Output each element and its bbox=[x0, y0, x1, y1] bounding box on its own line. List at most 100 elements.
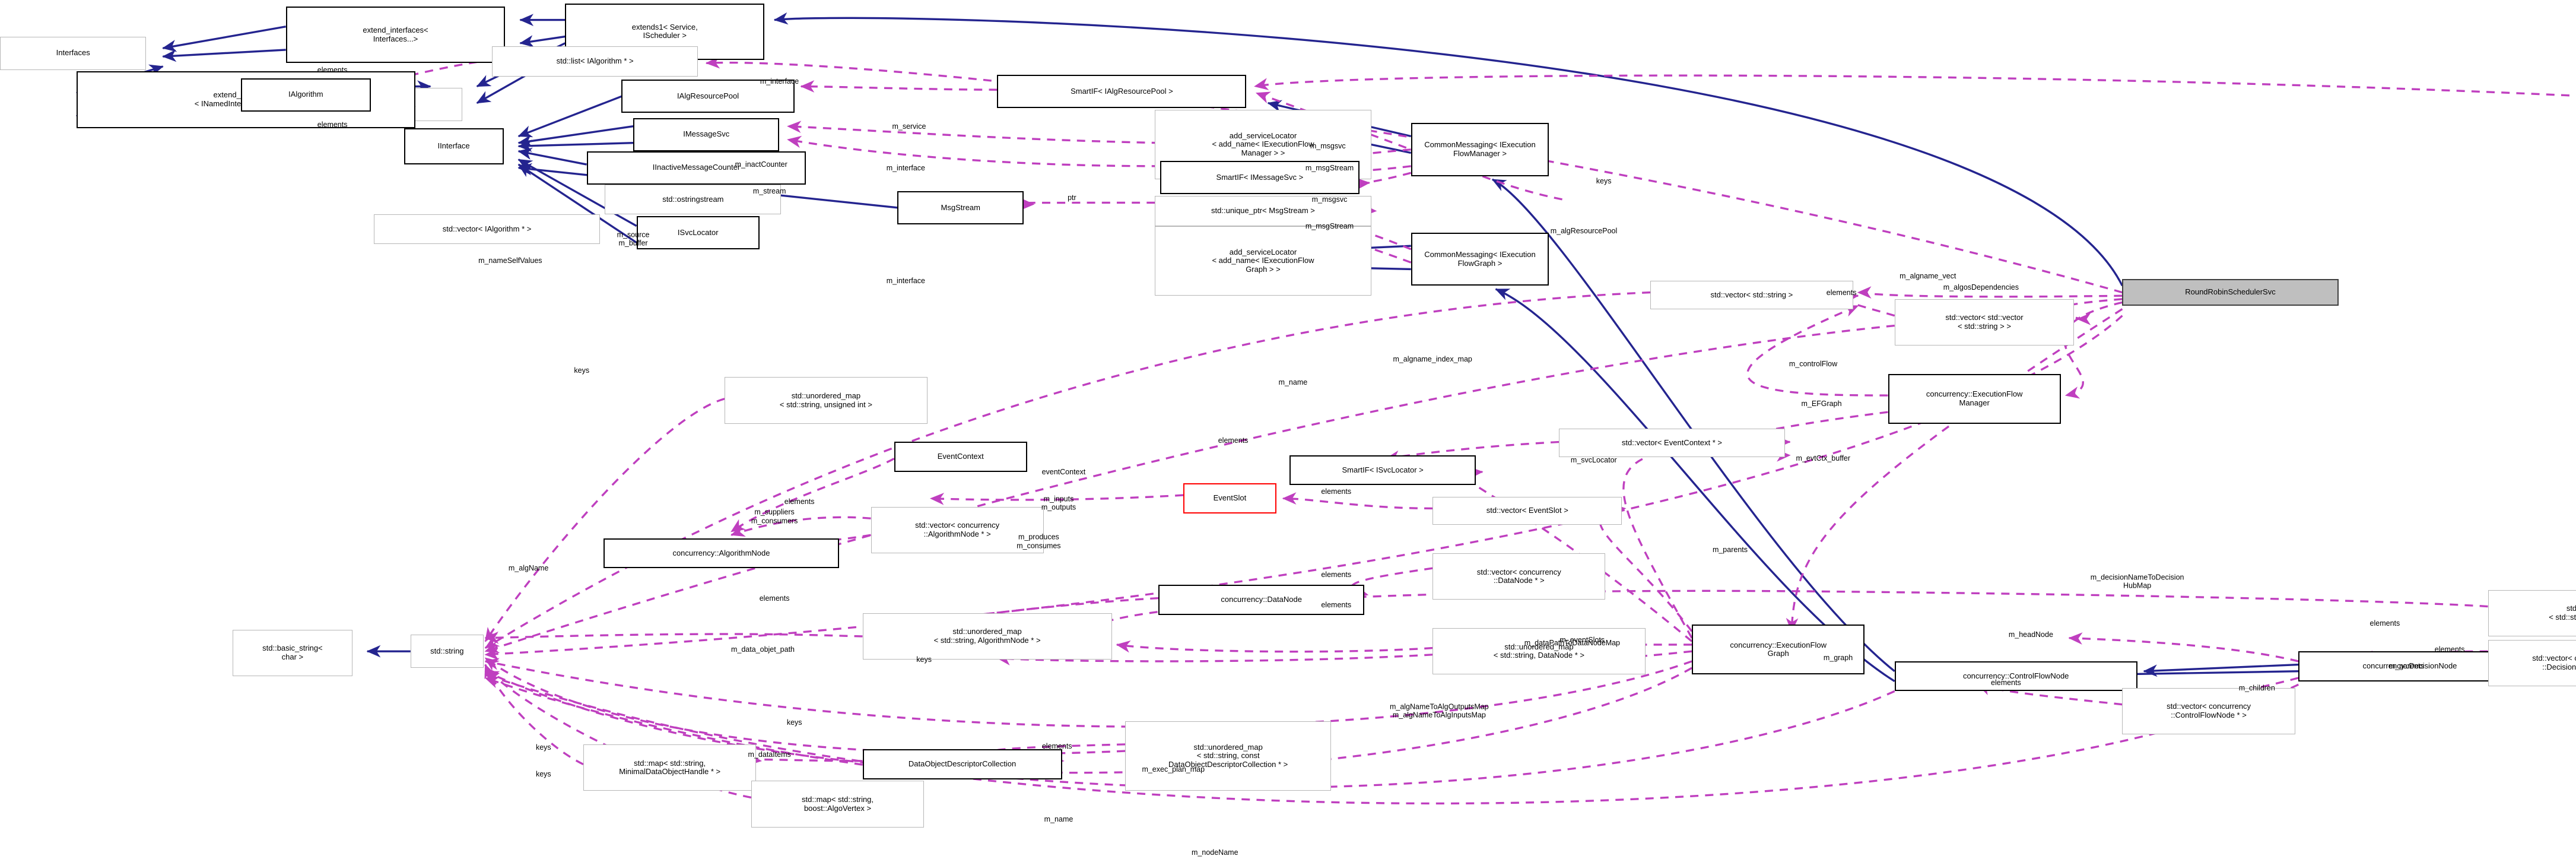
class-node-smartif_svcloc[interactable]: SmartIF< ISvcLocator > bbox=[1289, 455, 1476, 486]
edge-label: elements bbox=[2434, 645, 2465, 654]
class-node-eventcontext[interactable]: EventContext bbox=[894, 442, 1027, 472]
class-node-umap_str_algnode[interactable]: std::unordered_map < std::string, Algori… bbox=[862, 613, 1112, 660]
edge-label: m_source m_buffer bbox=[617, 230, 650, 248]
class-node-smartif_msgsvc[interactable]: SmartIF< IMessageSvc > bbox=[1160, 161, 1360, 195]
class-node-vec_ialg[interactable]: std::vector< IAlgorithm * > bbox=[374, 214, 601, 245]
class-node-cfnode[interactable]: concurrency::ControlFlowNode bbox=[1894, 661, 2137, 692]
edge-label: m_algname_index_map bbox=[1393, 354, 1472, 363]
class-node-umap_str_uint[interactable]: std::unordered_map < std::string, unsign… bbox=[725, 377, 928, 424]
class-node-umap_str_datanode[interactable]: std::unordered_map < std::string, DataNo… bbox=[1432, 627, 1646, 675]
edge-label: m_suppliers m_consumers bbox=[751, 508, 798, 525]
edge-label: m_inactCounter bbox=[735, 160, 787, 169]
class-node-basic_string[interactable]: std::basic_string< char > bbox=[233, 629, 352, 677]
class-node-interfaces[interactable]: Interfaces bbox=[0, 36, 147, 70]
edge-label: elements bbox=[1321, 570, 1352, 579]
edge-label: m_headNode bbox=[2008, 630, 2053, 639]
edge-label: m_EFGraph bbox=[1801, 399, 1842, 408]
class-node-efg[interactable]: concurrency::ExecutionFlow Graph bbox=[1692, 625, 1865, 675]
edge-label: ptr bbox=[1068, 193, 1076, 202]
class-node-vec_evctx[interactable]: std::vector< EventContext * > bbox=[1559, 429, 1785, 457]
class-node-umap_dodc[interactable]: std::unordered_map < std::string, const … bbox=[1125, 721, 1332, 791]
class-node-iinactivemsgcounter[interactable]: IInactiveMessageCounter bbox=[586, 151, 806, 185]
edge-label: elements bbox=[317, 120, 348, 129]
class-node-smartif_algpool[interactable]: SmartIF< IAlgResourcePool > bbox=[997, 74, 1247, 108]
class-node-vec_datanode[interactable]: std::vector< concurrency ::DataNode * > bbox=[1432, 553, 1606, 600]
class-node-cm_mgr[interactable]: CommonMessaging< IExecution FlowManager … bbox=[1411, 123, 1549, 176]
edge-label: m_dataPathToDataNodeMap bbox=[1524, 638, 1621, 647]
edge-label: m_algosDependencies bbox=[1943, 283, 2019, 291]
edge-label: m_inputs m_outputs bbox=[1041, 495, 1076, 512]
edge-label: m_algname_vect bbox=[1900, 271, 1956, 280]
class-node-imessagesvc[interactable]: IMessageSvc bbox=[633, 118, 780, 151]
class-node-vec_cfnode[interactable]: std::vector< concurrency ::ControlFlowNo… bbox=[2122, 687, 2295, 735]
edge-label: m_stream bbox=[752, 186, 786, 195]
edge-label: m_name bbox=[1044, 814, 1073, 823]
class-node-vec_algnode[interactable]: std::vector< concurrency ::AlgorithmNode… bbox=[871, 506, 1044, 553]
class-node-dodc[interactable]: DataObjectDescriptorCollection bbox=[862, 749, 1062, 779]
edge-label: m_interface bbox=[886, 163, 925, 172]
edge-label: elements bbox=[1041, 741, 1072, 750]
edge-label: elements bbox=[1991, 679, 2021, 687]
class-node-vec_eventslot[interactable]: std::vector< EventSlot > bbox=[1432, 496, 1622, 525]
class-node-map_minimal[interactable]: std::map< std::string, MinimalDataObject… bbox=[583, 744, 757, 791]
edge-label: m_nodeName bbox=[1192, 848, 1238, 857]
class-node-umap_str_decnode[interactable]: std::unordered_map < std::string, Decisi… bbox=[2488, 589, 2576, 636]
edge-label: m_service bbox=[892, 122, 926, 131]
edge-label: m_data_objet_path bbox=[730, 645, 795, 654]
class-node-efm[interactable]: concurrency::ExecutionFlow Manager bbox=[1888, 373, 2061, 424]
edge-label: m_algName bbox=[508, 564, 549, 573]
edge-label: eventContext bbox=[1041, 467, 1086, 476]
edge-label: m_interface bbox=[886, 276, 925, 285]
edge-label: elements bbox=[2369, 619, 2400, 627]
class-node-algnode[interactable]: concurrency::AlgorithmNode bbox=[603, 538, 840, 569]
edge-label: keys bbox=[916, 655, 932, 664]
edge-label: m_produces m_consumes bbox=[1017, 533, 1061, 550]
edge-label: keys bbox=[1596, 176, 1612, 185]
edge-label: keys bbox=[535, 743, 551, 752]
class-node-addsvcloc_graph[interactable]: add_serviceLocator < add_name< IExecutio… bbox=[1155, 226, 1371, 296]
edge-label: m_name bbox=[1278, 378, 1308, 386]
edge-label: m_evtCtx_buffer bbox=[1796, 454, 1851, 463]
edge-label: m_graph bbox=[1823, 654, 1853, 663]
class-node-vec_vec_string[interactable]: std::vector< std::vector < std::string >… bbox=[1894, 299, 2075, 346]
edge-label: elements bbox=[759, 594, 790, 603]
edge-label: elements bbox=[1321, 600, 1352, 609]
edge-label: elements bbox=[317, 65, 348, 74]
edge-label: m_dataItems bbox=[748, 750, 791, 759]
class-node-msgstream[interactable]: MsgStream bbox=[897, 191, 1024, 224]
class-node-iinterface[interactable]: IInterface bbox=[404, 128, 504, 165]
class-node-cm_graph[interactable]: CommonMessaging< IExecution FlowGraph > bbox=[1411, 232, 1549, 286]
class-node-eventslot[interactable]: EventSlot bbox=[1183, 483, 1276, 514]
edge-label: m_msgStream bbox=[1305, 221, 1354, 230]
class-node-vec_string[interactable]: std::vector< std::string > bbox=[1650, 281, 1853, 309]
edge-label: m_algResourcePool bbox=[1550, 226, 1618, 235]
edge-label: keys bbox=[574, 366, 590, 375]
edge-label: m_msgsvc bbox=[1310, 142, 1346, 151]
class-node-rrsched[interactable]: RoundRobinSchedulerSvc bbox=[2122, 279, 2339, 306]
edge-label: elements bbox=[1826, 288, 1857, 297]
edge-label: m_exec_plan_map bbox=[1142, 765, 1205, 774]
class-node-stdlist_ialg[interactable]: std::list< IAlgorithm * > bbox=[491, 46, 698, 77]
edge-label: m_interface bbox=[760, 77, 799, 85]
edge-label: m_parents bbox=[1712, 546, 1748, 554]
class-node-ostringstream[interactable]: std::ostringstream bbox=[605, 184, 782, 215]
class-node-stdstring[interactable]: std::string bbox=[410, 635, 484, 668]
class-node-ialgorithm[interactable]: IAlgorithm bbox=[241, 78, 371, 112]
class-node-isvclocator[interactable]: ISvcLocator bbox=[636, 215, 760, 249]
edge-label: keys bbox=[786, 718, 802, 727]
edge-label: m_parents bbox=[2388, 662, 2424, 671]
class-node-uniqueptr_msgstream[interactable]: std::unique_ptr< MsgStream > bbox=[1155, 196, 1371, 226]
edge-label: m_children bbox=[2238, 683, 2275, 692]
edge-label: keys bbox=[535, 770, 551, 779]
edge-label: m_msgStream bbox=[1305, 163, 1354, 172]
class-node-map_algovertex[interactable]: std::map< std::string, boost::AlgoVertex… bbox=[751, 781, 925, 828]
class-node-vec_decnode[interactable]: std::vector< concurrency ::DecisionNode … bbox=[2488, 639, 2576, 686]
edge-label: elements bbox=[1321, 487, 1352, 496]
class-node-decnode[interactable]: concurrency::DecisionNode bbox=[2298, 651, 2521, 682]
class-node-extend_interfaces[interactable]: extend_interfaces< Interfaces...> bbox=[285, 7, 506, 64]
edge-label: m_decisionNameToDecision HubMap bbox=[2090, 573, 2184, 590]
class-node-datanode[interactable]: concurrency::DataNode bbox=[1158, 585, 1365, 615]
edge-label: elements bbox=[784, 497, 815, 506]
class-node-ialgresourcepool[interactable]: IAlgResourcePool bbox=[621, 80, 795, 113]
